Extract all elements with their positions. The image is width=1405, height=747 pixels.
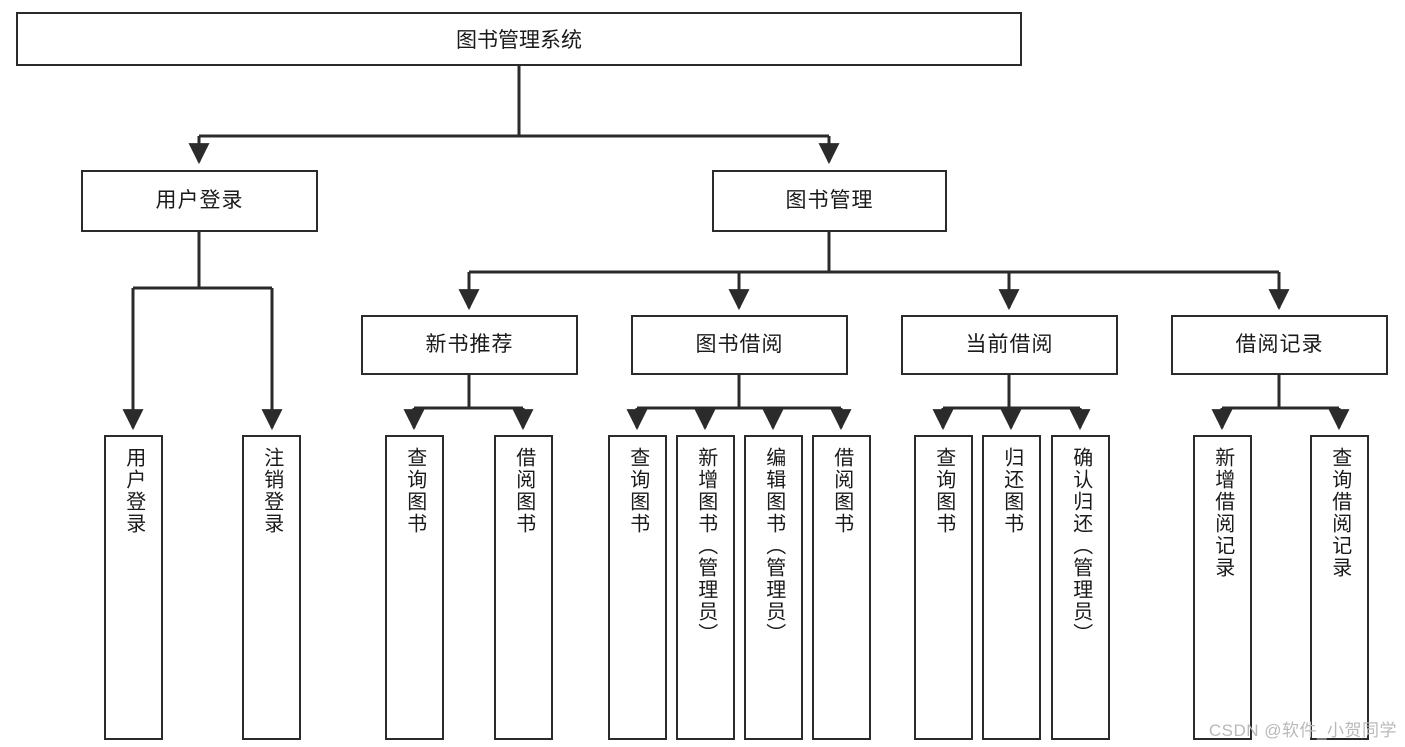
leaf-label: 借阅图书 bbox=[830, 447, 853, 535]
leaf-label: 新增借阅记录 bbox=[1211, 447, 1234, 579]
node-label: 图书管理 bbox=[785, 189, 874, 213]
leaf-borrow-edit-book-admin[interactable]: 编辑图书（管理员） bbox=[744, 435, 803, 740]
leaf-label: 查询图书 bbox=[932, 447, 955, 535]
node-label: 图书管理系统 bbox=[456, 29, 582, 52]
leaf-new-book-borrow[interactable]: 借阅图书 bbox=[494, 435, 553, 740]
node-new-book-recommend[interactable]: 新书推荐 bbox=[361, 315, 578, 375]
csdn-watermark: CSDN @软件_小贺同学 bbox=[1208, 721, 1397, 740]
leaf-current-query-book[interactable]: 查询图书 bbox=[914, 435, 973, 740]
node-book-borrow[interactable]: 图书借阅 bbox=[631, 315, 848, 375]
node-borrow-records[interactable]: 借阅记录 bbox=[1171, 315, 1388, 375]
node-label: 当前借阅 bbox=[965, 333, 1054, 357]
leaf-label: 归还图书 bbox=[1000, 447, 1023, 535]
leaf-label: 借阅图书 bbox=[512, 447, 535, 535]
leaf-label: 查询图书 bbox=[626, 447, 649, 535]
leaf-current-confirm-return-admin[interactable]: 确认归还（管理员） bbox=[1051, 435, 1110, 740]
leaf-label: 查询借阅记录 bbox=[1328, 447, 1351, 579]
leaf-new-book-query[interactable]: 查询图书 bbox=[385, 435, 444, 740]
leaf-user-login-logout[interactable]: 注销登录 bbox=[242, 435, 301, 740]
leaf-label: 用户登录 bbox=[122, 447, 145, 535]
leaf-label: 注销登录 bbox=[260, 447, 283, 535]
leaf-borrow-query-book[interactable]: 查询图书 bbox=[608, 435, 667, 740]
leaf-label: 确认归还（管理员） bbox=[1069, 447, 1092, 645]
leaf-borrow-borrow-book[interactable]: 借阅图书 bbox=[812, 435, 871, 740]
leaf-records-add-record[interactable]: 新增借阅记录 bbox=[1193, 435, 1252, 740]
node-label: 图书借阅 bbox=[695, 333, 784, 357]
node-user-login[interactable]: 用户登录 bbox=[81, 170, 318, 232]
leaf-borrow-add-book-admin[interactable]: 新增图书（管理员） bbox=[676, 435, 735, 740]
node-label: 借阅记录 bbox=[1235, 333, 1324, 357]
node-label: 新书推荐 bbox=[425, 333, 514, 357]
node-root-system[interactable]: 图书管理系统 bbox=[16, 12, 1022, 66]
leaf-records-query-record[interactable]: 查询借阅记录 bbox=[1310, 435, 1369, 740]
leaf-current-return-book[interactable]: 归还图书 bbox=[982, 435, 1041, 740]
node-label: 用户登录 bbox=[155, 189, 244, 213]
node-current-borrow[interactable]: 当前借阅 bbox=[901, 315, 1118, 375]
leaf-label: 新增图书（管理员） bbox=[694, 447, 717, 645]
leaf-label: 编辑图书（管理员） bbox=[762, 447, 785, 645]
leaf-label: 查询图书 bbox=[403, 447, 426, 535]
node-book-management[interactable]: 图书管理 bbox=[712, 170, 947, 232]
leaf-user-login-login[interactable]: 用户登录 bbox=[104, 435, 163, 740]
